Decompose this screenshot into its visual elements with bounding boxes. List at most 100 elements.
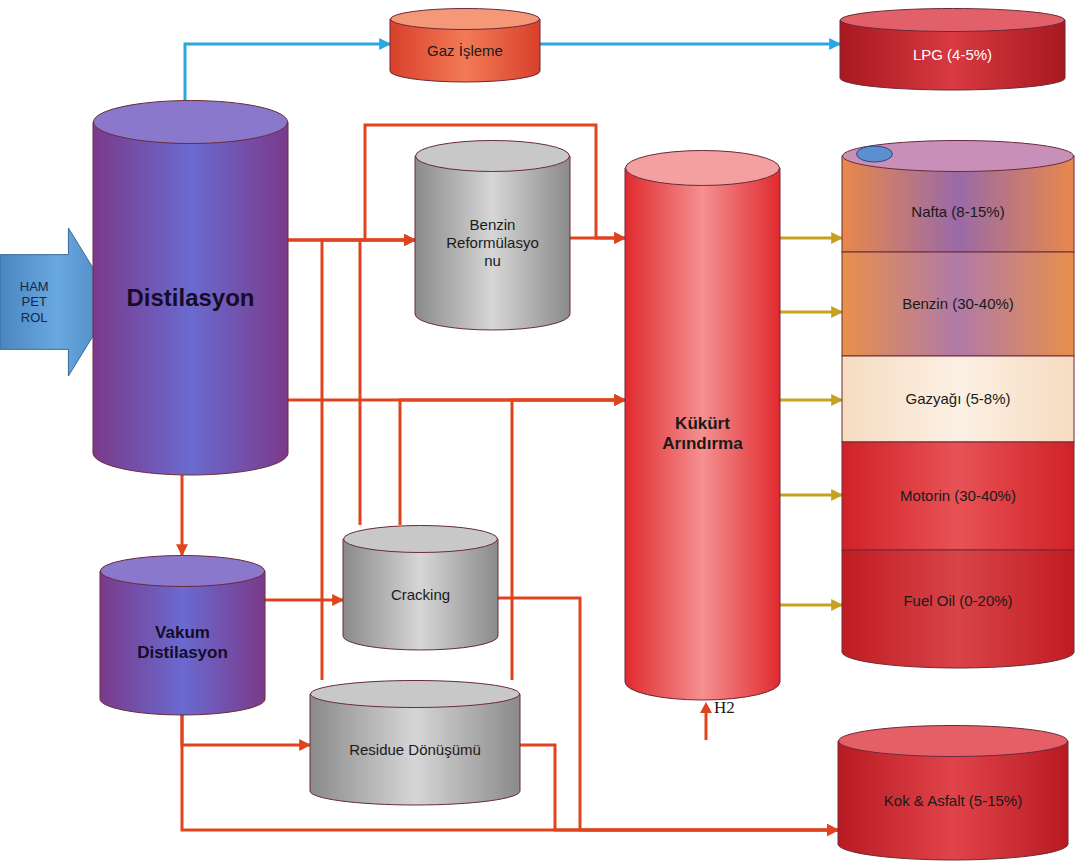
text-area: Kok & Asfalt (5-15%): [838, 757, 1068, 844]
h2-line: [705, 712, 708, 740]
product-band-shape: [842, 140, 1074, 252]
product-band: Gazyağı (5-8%): [842, 356, 1074, 442]
text-block: LPG (4-5%): [913, 46, 992, 64]
node-label: Kok & Asfalt (5-15%): [884, 792, 1022, 810]
process-cylinder: Distilasyon: [93, 100, 288, 475]
process-cylinder: Residue Dönüşümü: [310, 680, 520, 805]
node-label: HAM PET ROL: [8, 279, 60, 326]
band-body: [842, 550, 1074, 668]
flow-arrow: [520, 745, 838, 830]
flow-arrow: [540, 43, 840, 46]
text-block: Vakum Distilasyon: [113, 623, 253, 664]
cylinder-body: [625, 168, 780, 700]
node-label: Distilasyon: [126, 284, 254, 313]
cylinder-top: [311, 681, 520, 708]
cylinder-top: [416, 141, 570, 172]
flow-arrow: [780, 237, 842, 240]
text-area: Distilasyon: [93, 144, 288, 453]
cylinder-top: [841, 9, 1065, 32]
flow-arrow: [780, 311, 842, 314]
stack-cap: [856, 146, 892, 162]
flow-arrow: [512, 400, 625, 680]
text-area: Benzin Reformülasyo nu: [415, 172, 570, 314]
text-area: Nafta (8-15%): [842, 172, 1074, 252]
flow-arrow: [181, 475, 184, 555]
flow-arrow: [780, 604, 842, 607]
product-band: Nafta (8-15%): [842, 140, 1074, 252]
cylinder-body: [100, 571, 265, 715]
flow-arrow: [360, 240, 415, 525]
flow-arrow: [570, 237, 625, 240]
process-cylinder: Benzin Reformülasyo nu: [415, 140, 570, 330]
product-cylinder: Kok & Asfalt (5-15%): [838, 725, 1068, 860]
node-label: Gaz İşleme: [427, 42, 503, 60]
process-cylinder: Gaz İşleme: [390, 8, 540, 82]
text-area: Gazyağı (5-8%): [842, 356, 1074, 442]
flow-arrow: [185, 44, 390, 100]
text-block: Motorin (30-40%): [900, 487, 1016, 505]
flow-arrow: [780, 494, 842, 497]
cylinder-top: [94, 101, 288, 144]
node-label: Cracking: [391, 586, 450, 604]
cylinder-top: [344, 526, 498, 553]
text-area: Benzin (30-40%): [842, 252, 1074, 356]
cylinder-body: [343, 539, 498, 650]
text-area: Fuel Oil (0-20%): [842, 550, 1074, 652]
process-cylinder: Vakum Distilasyon: [100, 555, 265, 715]
node-label: LPG (4-5%): [913, 46, 992, 64]
node-label: Kükürt Arındırma: [635, 414, 770, 455]
text-block: Nafta (8-15%): [911, 203, 1004, 221]
cylinder-top: [391, 9, 540, 30]
stack-top: [843, 141, 1074, 172]
process-cylinder: Kükürt Arındırma: [625, 150, 780, 700]
text-area: Vakum Distilasyon: [100, 587, 265, 699]
text-block: Kükürt Arındırma: [635, 414, 770, 455]
text-block: Residue Dönüşümü: [349, 741, 481, 759]
text-area: Gaz İşleme: [390, 30, 540, 71]
band-body: [842, 252, 1074, 356]
cylinder-body: [93, 122, 288, 475]
text-block: Benzin Reformülasyo nu: [438, 216, 548, 270]
node-label: Nafta (8-15%): [911, 203, 1004, 221]
node-label: Fuel Oil (0-20%): [903, 592, 1012, 610]
text-block: Cracking: [391, 586, 450, 604]
product-band: Benzin (30-40%): [842, 252, 1074, 356]
feed-label: H2: [714, 698, 735, 718]
text-area: LPG (4-5%): [840, 32, 1065, 78]
cylinder-body: [310, 694, 520, 805]
product-band: Motorin (30-40%): [842, 442, 1074, 550]
cylinder-top: [839, 726, 1068, 757]
text-block: Distilasyon: [126, 284, 254, 313]
product-band: Fuel Oil (0-20%): [842, 550, 1074, 668]
text-area: HAM PET ROL: [0, 228, 68, 376]
node-label: Residue Dönüşümü: [349, 741, 481, 759]
process-cylinder: Cracking: [343, 525, 498, 650]
node-label: Vakum Distilasyon: [113, 623, 253, 664]
text-area: Kükürt Arındırma: [625, 186, 780, 682]
text-block: Gazyağı (5-8%): [905, 390, 1010, 408]
cylinder-body: [838, 741, 1068, 860]
cylinder-top: [626, 151, 780, 186]
band-body: [842, 442, 1074, 550]
flow-arrow: [265, 599, 343, 602]
text-block: Gaz İşleme: [427, 42, 503, 60]
band-body: [842, 356, 1074, 442]
text-block: Benzin (30-40%): [902, 295, 1014, 313]
flow-arrow: [182, 715, 310, 745]
text-block: HAM PET ROL: [8, 279, 60, 326]
cylinder-top: [101, 556, 265, 587]
text-block: Kok & Asfalt (5-15%): [884, 792, 1022, 810]
text-area: Cracking: [343, 553, 498, 636]
node-label: Benzin Reformülasyo nu: [438, 216, 548, 270]
text-area: Motorin (30-40%): [842, 442, 1074, 550]
text-block: Fuel Oil (0-20%): [903, 592, 1012, 610]
text-area: Residue Dönüşümü: [310, 708, 520, 791]
node-label: Gazyağı (5-8%): [905, 390, 1010, 408]
node-label: Motorin (30-40%): [900, 487, 1016, 505]
h2-arrowhead: [700, 702, 712, 713]
cylinder-body: [415, 156, 570, 330]
flow-arrow: [780, 399, 842, 402]
product-cylinder: LPG (4-5%): [840, 8, 1065, 90]
node-label: Benzin (30-40%): [902, 295, 1014, 313]
